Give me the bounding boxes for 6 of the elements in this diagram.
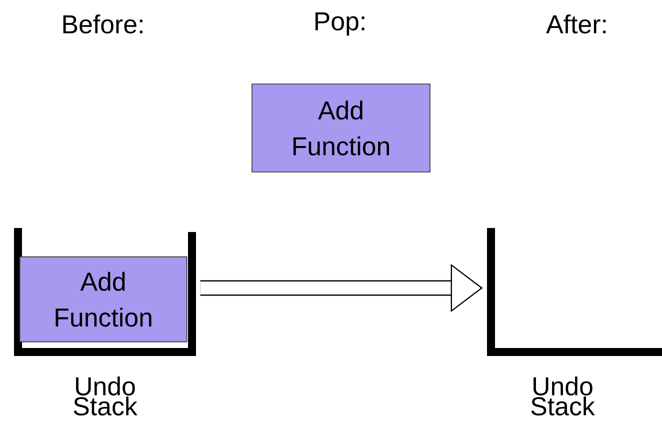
stack-item-box: Add Function xyxy=(252,84,430,172)
stack-item-box: Add Function xyxy=(19,256,188,342)
column-heading: Pop: xyxy=(315,12,364,36)
column-heading: Before: xyxy=(63,14,142,34)
column-heading: After: xyxy=(546,14,606,34)
stack-container: Undo Stack xyxy=(487,228,662,416)
